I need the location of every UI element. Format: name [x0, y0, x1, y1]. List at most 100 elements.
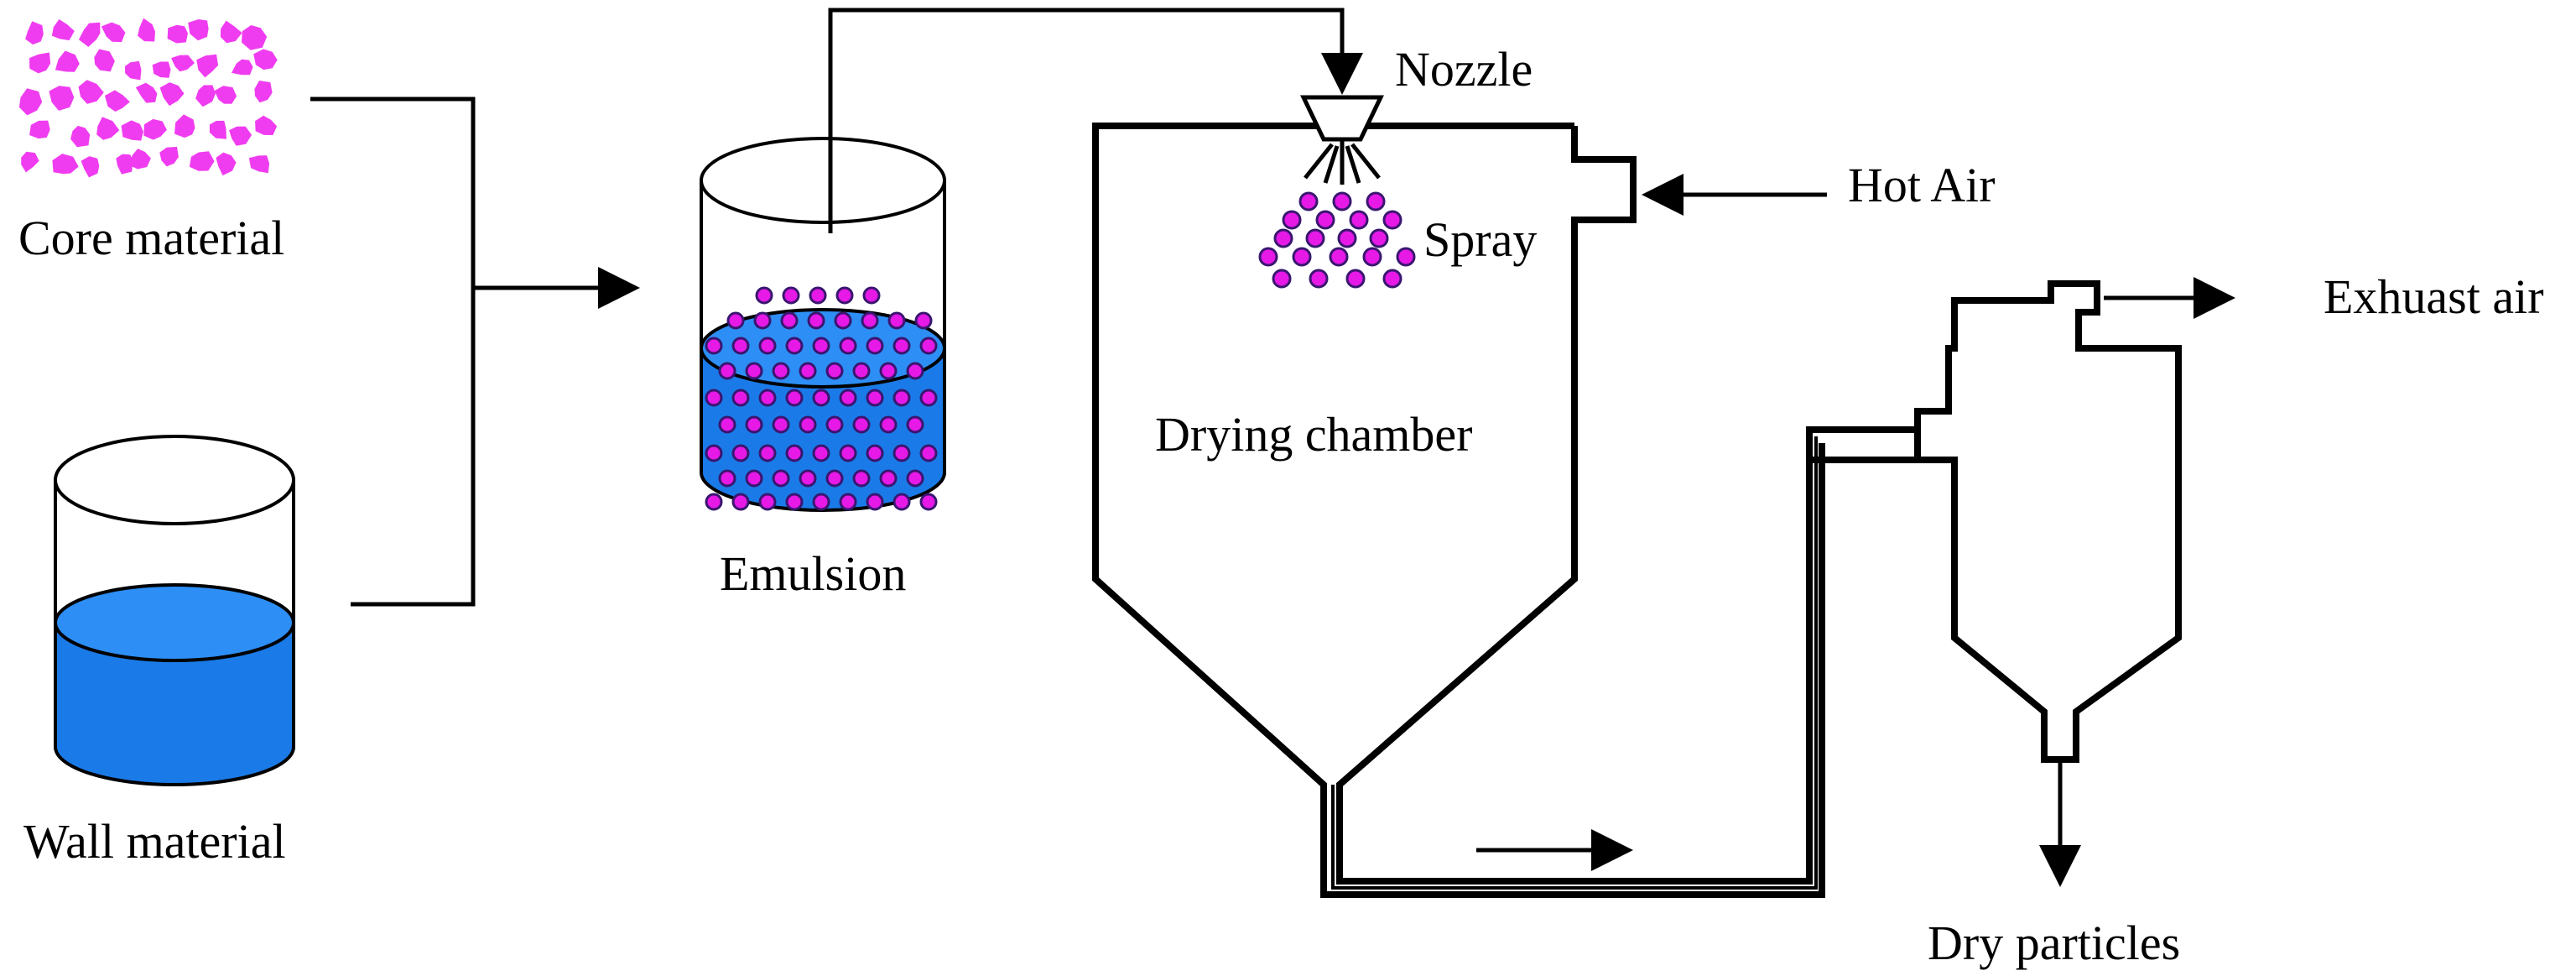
emulsion-droplet [825, 362, 844, 380]
emulsion-droplet [825, 415, 844, 434]
emulsion-droplet [879, 469, 898, 488]
spray-droplet [1273, 228, 1293, 248]
wall-liquid-surface [54, 583, 295, 662]
emulsion-droplet [785, 444, 804, 462]
dry-particles-label: Dry particles [1928, 916, 2180, 970]
wall-material-label: Wall material [23, 814, 286, 869]
spray-droplet [1258, 247, 1278, 267]
emulsion-droplet [834, 311, 852, 330]
spray-droplet [1362, 247, 1382, 267]
emulsion-label: Emulsion [720, 546, 906, 601]
spray-droplet [1315, 210, 1335, 230]
cyclone [1914, 280, 2182, 763]
core-particle [174, 114, 195, 138]
spray-droplet [1337, 228, 1357, 248]
core-material-label: Core material [18, 211, 284, 265]
core-particle [229, 126, 252, 146]
spray-droplet [1332, 191, 1352, 211]
emulsion-droplet [799, 362, 817, 380]
emulsion-droplet [862, 286, 881, 305]
emulsion-droplet [892, 389, 911, 407]
emulsion-droplet [839, 337, 857, 355]
emulsion-droplet [755, 286, 773, 305]
exhaust-air-label: Exhuast air [2324, 269, 2544, 324]
spray-droplet [1298, 191, 1319, 211]
spray-droplets [1258, 191, 1416, 289]
emulsion-droplet [839, 444, 857, 462]
emulsion-droplet [799, 469, 817, 488]
emulsion-beaker-rim [700, 137, 946, 224]
core-particle [52, 154, 79, 175]
core-particle [101, 22, 126, 43]
core-particle [21, 151, 39, 173]
emulsion-droplet [785, 493, 804, 511]
core-particle [216, 152, 237, 176]
emulsion-droplet [879, 362, 898, 380]
core-particle [121, 120, 143, 141]
core-particle [96, 117, 120, 140]
emulsion-droplet [919, 337, 938, 355]
core-particle [135, 82, 158, 103]
emulsion-droplet [785, 337, 804, 355]
spray-droplet [1396, 247, 1416, 267]
hot-air-label: Hot Air [1848, 158, 1996, 212]
emulsion-droplet [812, 493, 830, 511]
nozzle-jets [1304, 143, 1381, 185]
emulsion-droplet [731, 493, 750, 511]
emulsion-droplet [919, 389, 938, 407]
nozzle-label: Nozzle [1395, 42, 1533, 97]
core-particle [51, 19, 75, 41]
emulsion-droplet [705, 493, 723, 511]
spray-droplet [1305, 228, 1325, 248]
core-particle [116, 154, 133, 175]
emulsion-droplet [758, 444, 777, 462]
wall-feed-line [351, 288, 476, 607]
core-particle [25, 21, 44, 45]
emulsion-droplet [745, 415, 763, 434]
nozzle-body [1300, 95, 1384, 142]
core-particle [124, 60, 142, 81]
emulsion-droplet [919, 493, 938, 511]
core-particle [138, 18, 155, 42]
core-particle [232, 59, 253, 76]
spray-droplet [1349, 210, 1369, 230]
emulsion-droplet [866, 337, 884, 355]
core-particle [195, 85, 216, 107]
core-particle [171, 55, 195, 72]
emulsion-droplet [892, 493, 911, 511]
spray-label: Spray [1423, 212, 1537, 267]
core-particle [188, 19, 209, 41]
spray-droplet [1366, 191, 1386, 211]
core-particle [159, 82, 185, 107]
emulsion-droplet [758, 337, 777, 355]
emulsion-beaker [700, 137, 946, 512]
core-particle [18, 88, 43, 116]
core-particle [29, 52, 51, 74]
emulsion-droplet [879, 415, 898, 434]
emulsion-droplet [780, 311, 799, 330]
emulsion-droplet [914, 311, 933, 330]
emulsion-droplet [866, 444, 884, 462]
core-particle [167, 24, 188, 44]
emulsion-droplet [852, 362, 871, 380]
core-particle [214, 86, 237, 104]
core-particle [196, 54, 219, 78]
emulsion-droplet [866, 389, 884, 407]
wall-liquid-body [54, 621, 295, 786]
spray-droplet [1329, 247, 1349, 267]
emulsion-droplet [731, 389, 750, 407]
emulsion-droplet [809, 286, 827, 305]
spray-droplet [1272, 269, 1292, 289]
core-particle [189, 151, 215, 171]
emulsion-droplet [839, 389, 857, 407]
core-particle [49, 86, 75, 111]
emulsion-liquid-body [700, 347, 946, 512]
core-particle [78, 80, 104, 104]
core-particle [104, 90, 130, 112]
emulsion-droplet [758, 493, 777, 511]
emulsion-droplet [892, 444, 911, 462]
emulsion-droplet [861, 311, 879, 330]
emulsion-droplet [892, 337, 911, 355]
emulsion-droplet [825, 469, 844, 488]
